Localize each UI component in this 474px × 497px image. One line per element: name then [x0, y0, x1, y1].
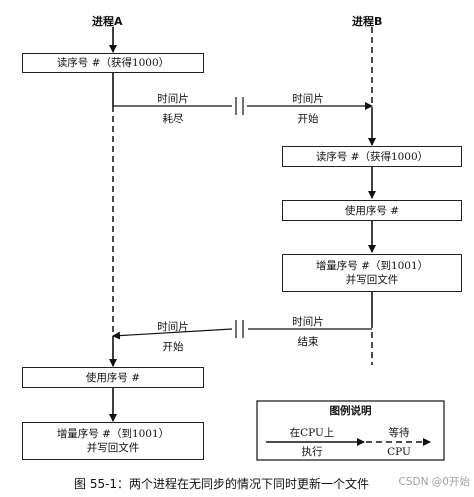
- switch-b-to-a-left: [112, 328, 233, 340]
- b-use-text: 使用序号 #: [344, 204, 400, 217]
- legend-box: [256, 400, 445, 461]
- a-read-text: 读序号 #（获得1000）: [56, 57, 170, 69]
- process-b-label: 进程B: [352, 15, 383, 28]
- b-inc-text-2: 并写回文件: [345, 274, 399, 286]
- a-read-box: 读序号 #（获得1000）: [22, 53, 204, 73]
- slice-b-end-line1: 时间片: [292, 316, 324, 328]
- b-read-text: 读序号 #（获得1000）: [315, 150, 429, 163]
- legend-exec-line1: 在CPU上: [289, 427, 335, 439]
- slice-a-start-line1: 时间片: [157, 321, 189, 333]
- b-read-box: 读序号 #（获得1000）: [282, 146, 462, 167]
- a-use-text: 使用序号 #: [85, 371, 141, 384]
- a-inc-text-1: 增量序号 #（到1001）: [56, 428, 170, 440]
- watermark: CSDN @0开始: [398, 476, 470, 488]
- slice-b-start-line2: 开始: [297, 113, 319, 125]
- slice-a-end-line1: 时间片: [157, 93, 189, 105]
- slice-a-end-line2: 耗尽: [162, 113, 184, 125]
- b-use-box: 使用序号 #: [282, 200, 462, 221]
- legend-wait-line1: 等待: [388, 427, 410, 439]
- slice-b-start-line1: 时间片: [292, 93, 324, 105]
- process-a-label: 进程A: [92, 15, 123, 28]
- a-use-box: 使用序号 #: [22, 367, 204, 388]
- a-increment-box: 增量序号 #（到1001） 并写回文件: [22, 422, 204, 460]
- slice-b-end-line2: 结束: [297, 336, 319, 348]
- a-inc-text-2: 并写回文件: [86, 442, 140, 454]
- legend-title: 图例说明: [329, 405, 372, 417]
- b-inc-text-1: 增量序号 #（到1001）: [315, 260, 429, 272]
- figure-caption: 图 55-1：两个进程在无同步的情况下同时更新一个文件: [74, 477, 370, 491]
- slice-a-start-line2: 开始: [162, 341, 184, 353]
- legend-exec-line2: 执行: [301, 446, 323, 458]
- legend-wait-line2: CPU: [387, 446, 411, 458]
- b-increment-box: 增量序号 #（到1001） 并写回文件: [282, 254, 462, 292]
